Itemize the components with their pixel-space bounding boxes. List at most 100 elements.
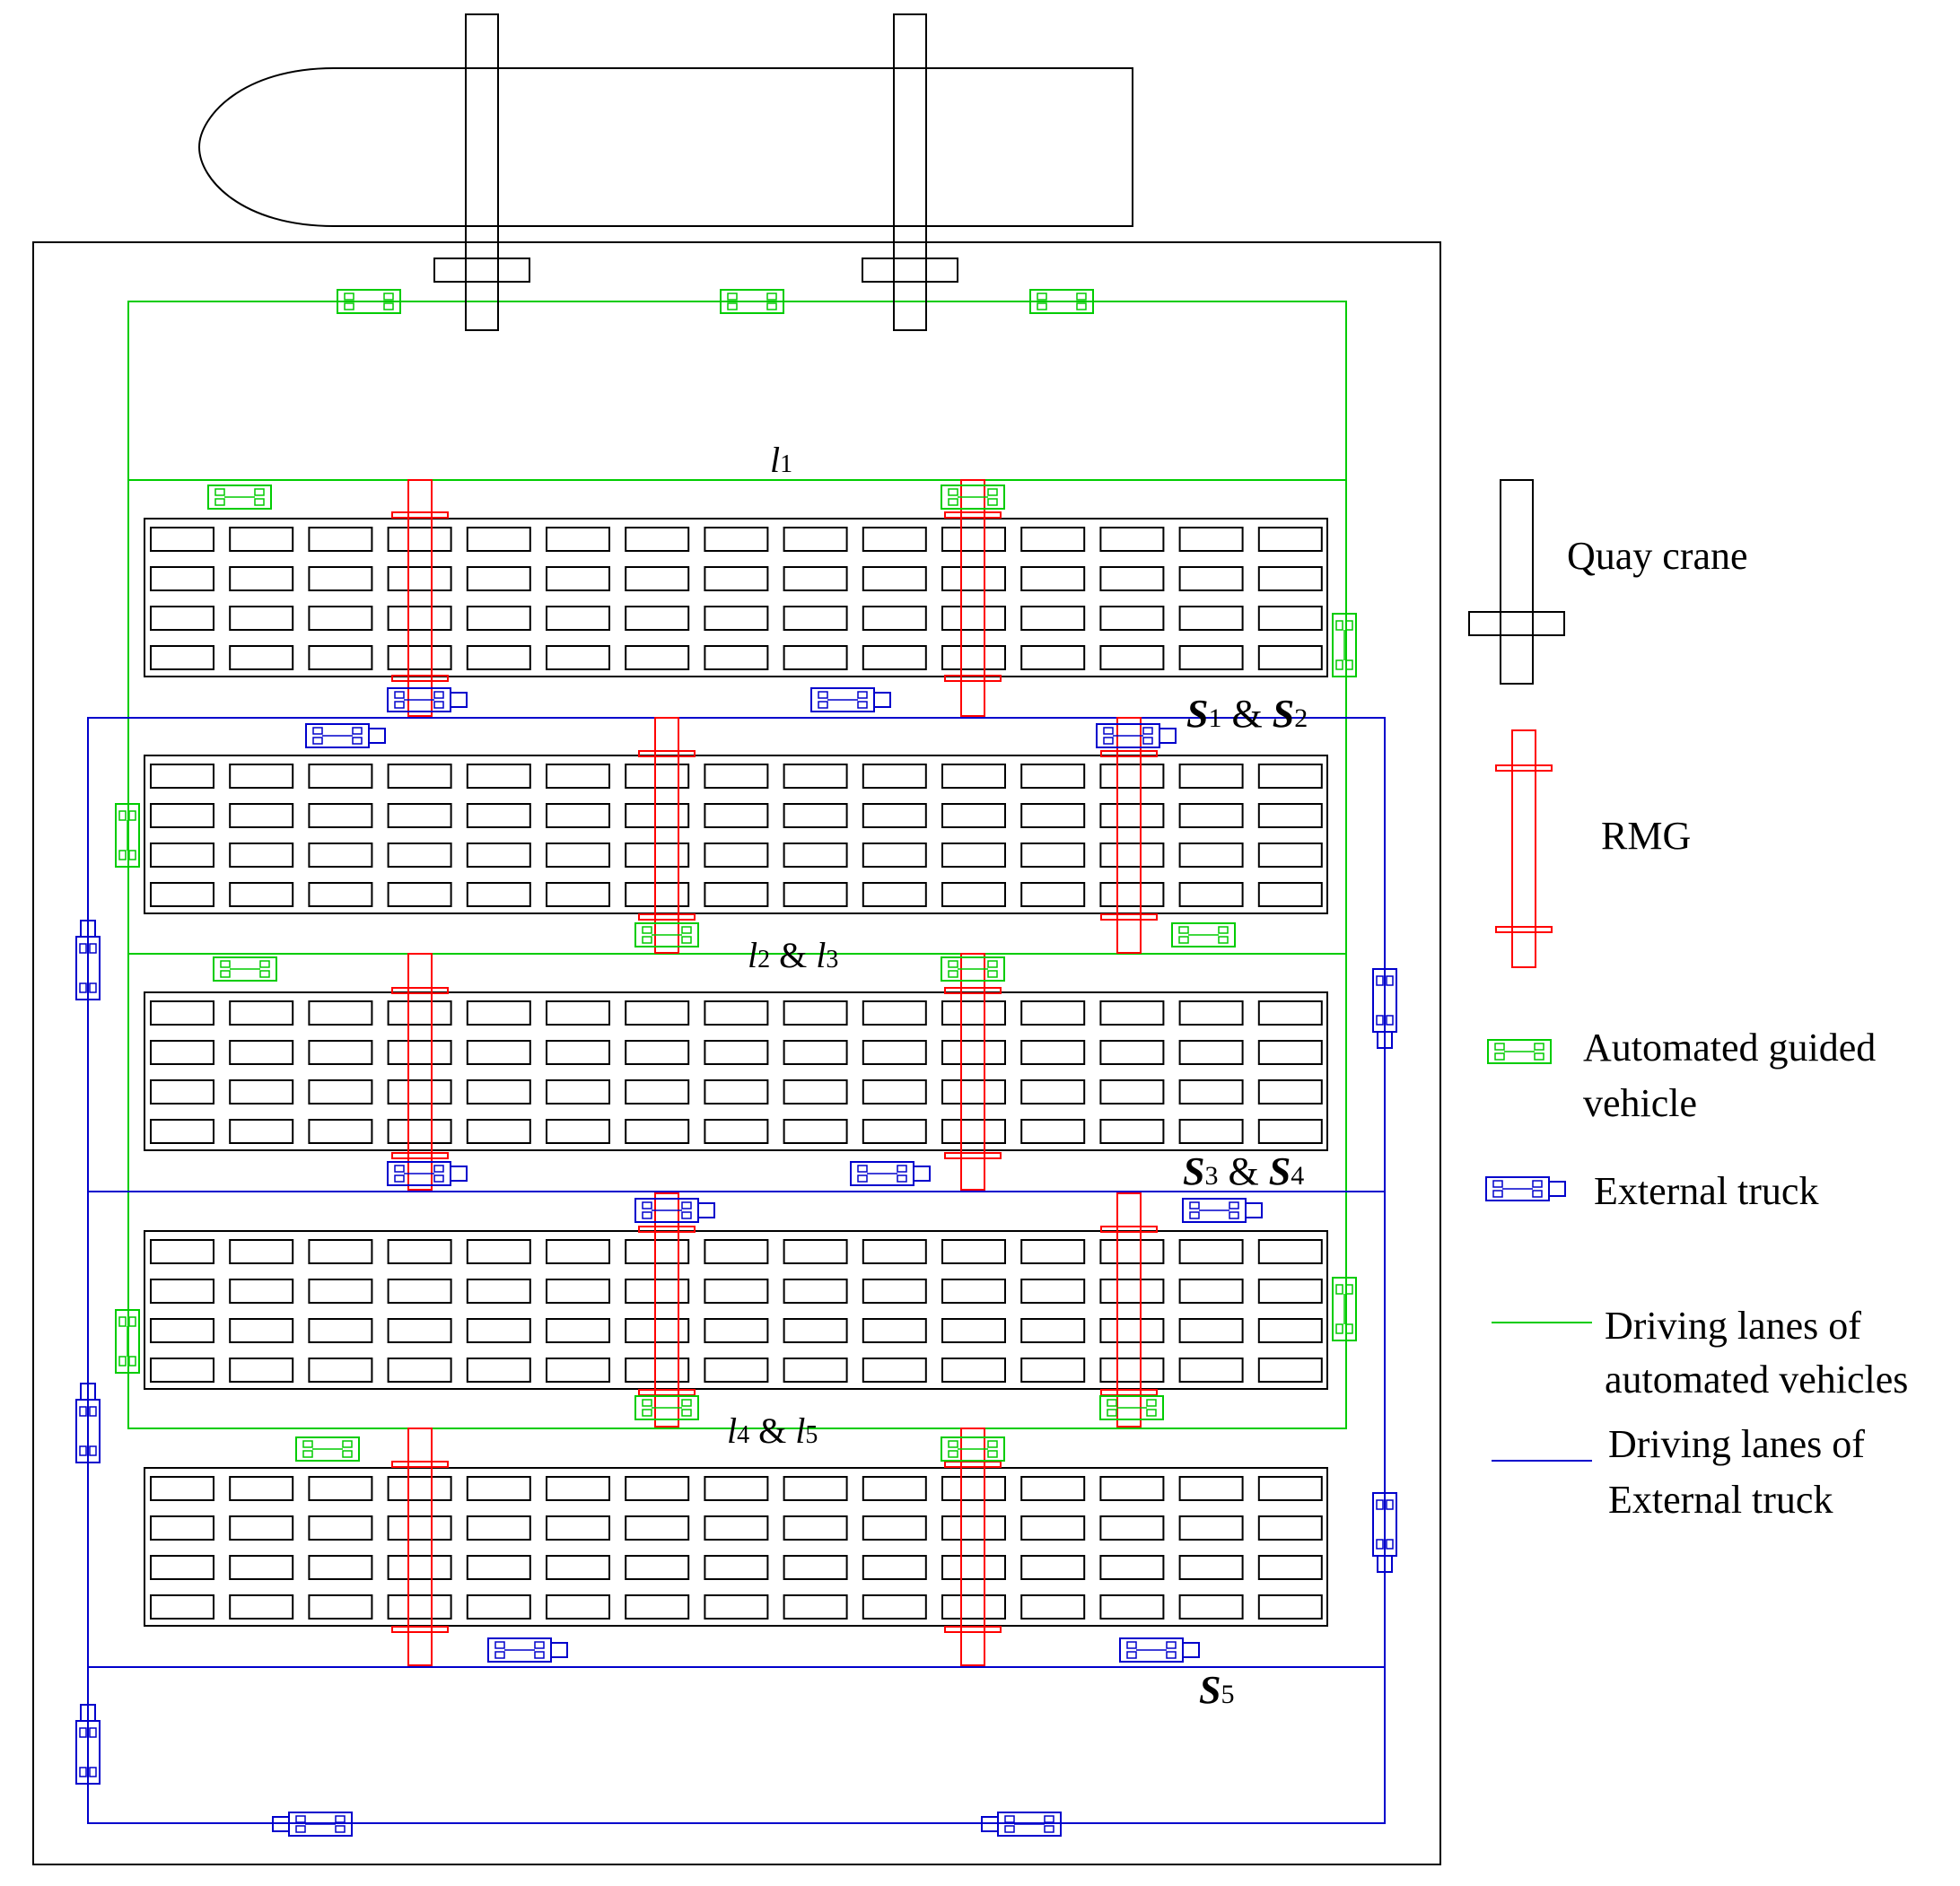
quay-crane-mast bbox=[893, 13, 927, 331]
container-slot bbox=[466, 1476, 531, 1501]
container-slot bbox=[546, 1318, 610, 1343]
truck-icon bbox=[387, 687, 468, 712]
legend-rmg-icon bbox=[1495, 729, 1553, 968]
container-slot bbox=[1178, 1594, 1244, 1620]
agv-wheel bbox=[1178, 926, 1189, 934]
agv-wheel bbox=[766, 293, 777, 301]
container-slot bbox=[941, 1079, 1006, 1105]
truck-driving-lanes bbox=[87, 717, 1386, 1824]
container-slot bbox=[625, 882, 690, 907]
truck-icon bbox=[981, 1812, 1062, 1837]
truck-icon bbox=[75, 920, 101, 1000]
container-slot bbox=[941, 1040, 1006, 1065]
agv-icon bbox=[1171, 922, 1236, 947]
agv-wheel bbox=[128, 850, 136, 860]
container-slot bbox=[1020, 1079, 1086, 1105]
legend-agv-label-line1: Automated guided bbox=[1583, 1026, 1876, 1070]
rmg-rail bbox=[944, 1461, 1002, 1468]
container-slot bbox=[783, 1515, 848, 1541]
agv-wheel bbox=[383, 293, 394, 301]
agv-wheel bbox=[642, 1399, 652, 1407]
container-slot bbox=[546, 1239, 610, 1264]
agv-wheel bbox=[1146, 1409, 1157, 1417]
container-slot bbox=[150, 1318, 214, 1343]
container-slot bbox=[704, 1358, 769, 1383]
truck-wheel bbox=[1103, 737, 1114, 745]
container-slot bbox=[308, 527, 373, 552]
lane-label-l1: l1 bbox=[770, 440, 792, 480]
truck-wheel bbox=[433, 1165, 444, 1173]
container-slot bbox=[1257, 1318, 1323, 1343]
container-slot bbox=[229, 1239, 294, 1264]
container-slot bbox=[1020, 1476, 1086, 1501]
container-slot bbox=[704, 1000, 769, 1026]
lane-label-s5: S5 bbox=[1199, 1668, 1234, 1712]
container-slot bbox=[783, 527, 848, 552]
agv-wheel bbox=[987, 1440, 998, 1448]
rmg-rail bbox=[944, 511, 1002, 519]
container-block bbox=[144, 1230, 1328, 1390]
container-slot bbox=[1257, 843, 1323, 868]
container-slot bbox=[308, 566, 373, 591]
quay-crane-trolley bbox=[433, 258, 530, 283]
quay-crane-icon bbox=[1468, 479, 1565, 685]
quay-crane-icon bbox=[862, 13, 958, 331]
truck-icon bbox=[1182, 1198, 1263, 1223]
container-slot bbox=[625, 1555, 690, 1580]
container-slot bbox=[1020, 882, 1086, 907]
truck-wheel bbox=[1492, 1180, 1503, 1188]
agv-wheel bbox=[987, 960, 998, 968]
container-slot bbox=[466, 645, 531, 670]
container-slot bbox=[1178, 527, 1244, 552]
rmg-rail bbox=[1100, 913, 1158, 921]
rmg-icon bbox=[944, 953, 1002, 1191]
container-slot bbox=[387, 645, 452, 670]
agv-wheel bbox=[1494, 1052, 1505, 1061]
agv-wheel bbox=[342, 1440, 353, 1448]
rmg-frame bbox=[1116, 1192, 1142, 1428]
container-slot bbox=[387, 1555, 452, 1580]
container-slot bbox=[387, 1515, 452, 1541]
truck-wheel bbox=[857, 701, 868, 709]
container-slot bbox=[308, 843, 373, 868]
truck-cab bbox=[80, 1704, 96, 1722]
agv-body bbox=[1332, 1277, 1357, 1341]
truck-wheel bbox=[295, 1815, 306, 1823]
truck-wheel bbox=[857, 1165, 868, 1173]
container-slot bbox=[1020, 1594, 1086, 1620]
agv-icon bbox=[634, 922, 699, 947]
truck-cab bbox=[450, 692, 468, 708]
truck-cab bbox=[1182, 1642, 1200, 1658]
truck-icon bbox=[1096, 723, 1177, 748]
truck-icon bbox=[1372, 968, 1397, 1049]
truck-wheel bbox=[1492, 1190, 1503, 1198]
container-slot bbox=[308, 1555, 373, 1580]
agv-body bbox=[295, 1436, 360, 1462]
agv-wheel bbox=[987, 498, 998, 506]
truck-cab bbox=[697, 1202, 715, 1218]
container-slot bbox=[704, 1318, 769, 1343]
container-block bbox=[144, 755, 1328, 914]
container-slot bbox=[862, 566, 927, 591]
agv-body bbox=[213, 956, 277, 982]
rmg-icon bbox=[944, 479, 1002, 717]
container-slot bbox=[229, 1476, 294, 1501]
agv-wheel bbox=[948, 1440, 958, 1448]
block-outline bbox=[144, 991, 1328, 1151]
container-slot bbox=[1099, 1000, 1165, 1026]
container-slot bbox=[466, 566, 531, 591]
container-slot bbox=[466, 1279, 531, 1304]
truck-wheel bbox=[79, 1406, 87, 1417]
container-slot bbox=[1099, 1040, 1165, 1065]
truck-icon bbox=[810, 687, 891, 712]
agv-wheel bbox=[948, 1450, 958, 1458]
agv-body bbox=[941, 1436, 1005, 1462]
container-slot bbox=[941, 882, 1006, 907]
agv-wheel bbox=[1534, 1052, 1544, 1061]
container-slot bbox=[387, 1040, 452, 1065]
container-slot bbox=[783, 606, 848, 631]
container-slot bbox=[1257, 803, 1323, 828]
container-slot bbox=[941, 1239, 1006, 1264]
truck-wheel bbox=[312, 737, 323, 745]
container-slot bbox=[1178, 1000, 1244, 1026]
